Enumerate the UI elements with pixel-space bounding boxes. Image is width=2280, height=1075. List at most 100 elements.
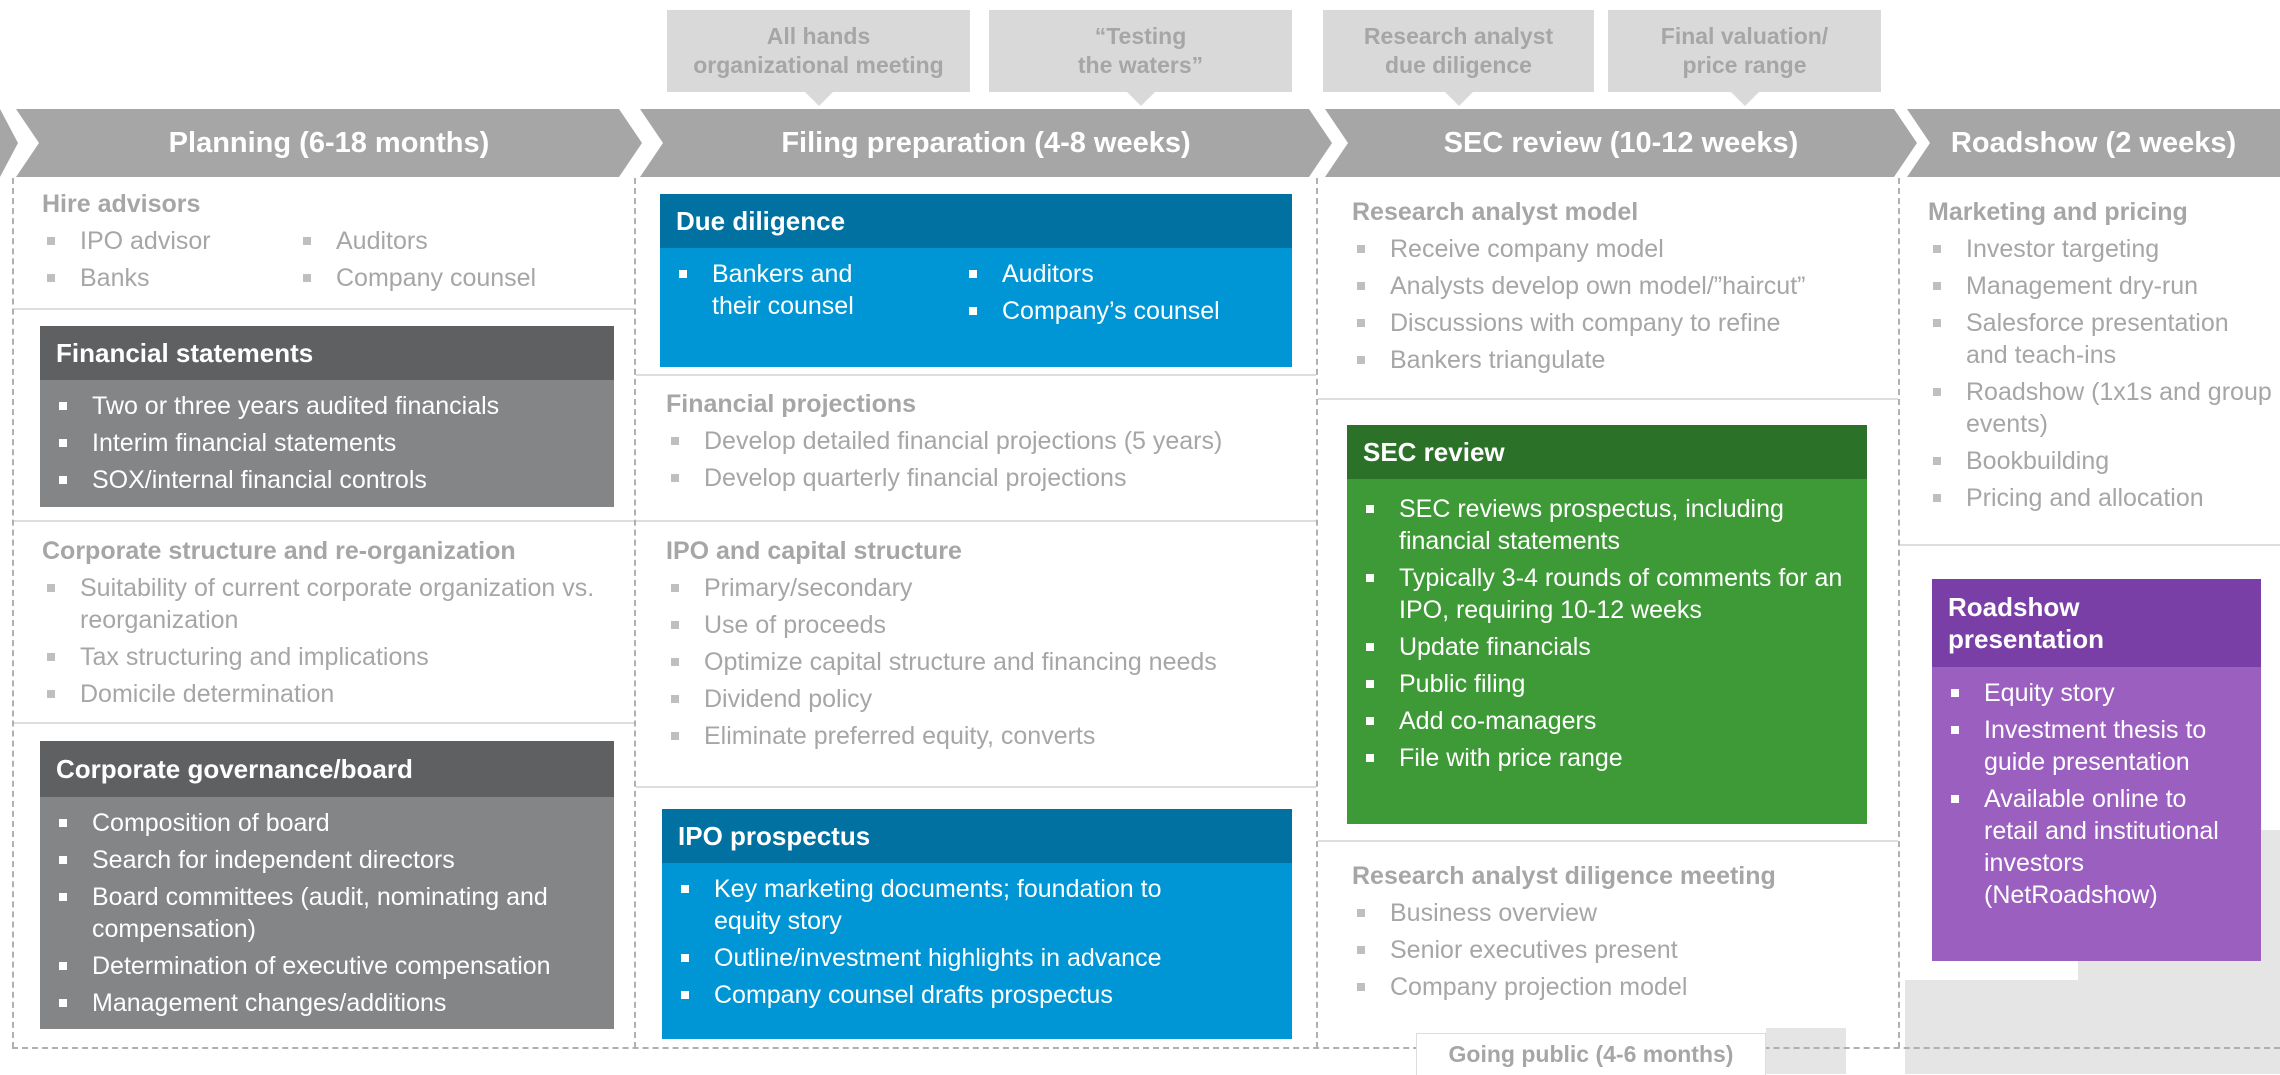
section-hire-advisors: Hire advisors IPO advisor Banks Auditors… [42, 190, 622, 299]
section-title: Research analyst model [1352, 198, 1639, 226]
phase-roadshow: Roadshow (2 weeks) [1907, 109, 2280, 177]
list-item: Primary/secondary [666, 572, 1306, 604]
section-divider [1900, 544, 2280, 546]
list-item: Available online to retail and instituti… [1948, 783, 2245, 911]
list-item: Outline/investment highlights in advance [678, 942, 1238, 974]
list-item: Company counsel [298, 262, 622, 294]
phase-sec-review: SEC review (10-12 weeks) [1325, 109, 1917, 177]
list-item: Auditors [298, 225, 622, 257]
list-item: Optimize capital structure and financing… [666, 646, 1306, 678]
list-item: Discussions with company to refine [1352, 307, 1892, 339]
list-item: Roadshow (1x1s and group events) [1928, 376, 2276, 440]
list-item: Salesforce presentation and teach-ins [1928, 307, 2276, 371]
milestone-label: “Testing the waters” [1077, 23, 1204, 78]
section-divider [1318, 840, 1898, 842]
list-item: Domicile determination [42, 678, 612, 710]
section-corporate-structure: Corporate structure and re-organization … [42, 537, 612, 715]
list-item: Business overview [1352, 897, 1892, 929]
list-item: Company projection model [1352, 971, 1892, 1003]
section-title: Financial projections [666, 390, 917, 418]
list-item: Bankers triangulate [1352, 344, 1892, 376]
list-item: Management dry-run [1928, 270, 2276, 302]
milestone-final-valuation: Final valuation/ price range [1608, 10, 1881, 106]
timeline-total-label: Going public (4-6 months) [1416, 1033, 1766, 1075]
list-item: IPO advisor [42, 225, 298, 257]
box-financial-statements: Financial statements Two or three years … [40, 326, 614, 507]
milestone-label: Research analyst due diligence [1363, 23, 1554, 78]
milestone-testing-waters: “Testing the waters” [989, 10, 1292, 106]
phase-planning: Planning (6-18 months) [16, 109, 642, 177]
list-item: Senior executives present [1352, 934, 1892, 966]
section-title: Hire advisors [42, 190, 201, 218]
milestone-label: Final valuation/ price range [1660, 23, 1829, 78]
section-divider [14, 308, 634, 310]
section-marketing-pricing: Marketing and pricing Investor targeting… [1928, 198, 2276, 519]
list-item: Typically 3-4 rounds of comments for an … [1363, 562, 1843, 626]
building-graphic [1905, 980, 2080, 1074]
list-item: Bookbuilding [1928, 445, 2276, 477]
list-item: Search for independent directors [56, 844, 556, 876]
list-item: Develop quarterly financial projections [666, 462, 1306, 494]
section-title: Corporate structure and re-organization [42, 537, 516, 565]
section-capital-structure: IPO and capital structure Primary/second… [666, 537, 1306, 757]
list-item: Investor targeting [1928, 233, 2276, 265]
column-divider [1898, 178, 1900, 1048]
list-item: Company’s counsel [966, 295, 1276, 327]
frame-bottom [12, 1047, 2280, 1049]
list-item: Board committees (audit, nominating and … [56, 881, 556, 945]
list-item: Two or three years audited financials [56, 390, 598, 422]
column-divider [1316, 178, 1318, 1048]
list-item: SOX/internal financial controls [56, 464, 598, 496]
list-item: Company counsel drafts prospectus [678, 979, 1238, 1011]
list-item: Use of proceeds [666, 609, 1306, 641]
section-divider [636, 520, 1316, 522]
box-corporate-governance: Corporate governance/board Composition o… [40, 741, 614, 1029]
phase-label: SEC review (10-12 weeks) [1443, 126, 1799, 159]
list-item: Suitability of current corporate organiz… [42, 572, 612, 636]
milestone-all-hands: All hands organizational meeting [667, 10, 970, 106]
list-item: Update financials [1363, 631, 1843, 663]
milestone-label: All hands organizational meeting [693, 23, 944, 78]
list-item: SEC reviews prospectus, including financ… [1363, 493, 1843, 557]
box-sec-review: SEC review SEC reviews prospectus, inclu… [1347, 425, 1867, 824]
list-item: File with price range [1363, 742, 1843, 774]
list-item: Key marketing documents; foundation to e… [678, 873, 1194, 937]
box-title: Financial statements [40, 326, 614, 380]
list-item: Composition of board [56, 807, 556, 839]
section-title: Marketing and pricing [1928, 198, 2188, 226]
milestone-analyst-diligence: Research analyst due diligence [1323, 10, 1594, 106]
list-item: Public filing [1363, 668, 1843, 700]
section-title: Research analyst diligence meeting [1352, 862, 1776, 890]
column-divider [634, 178, 636, 1048]
list-item: Bankers and their counsel [676, 258, 892, 322]
phase-label: Planning (6-18 months) [168, 126, 490, 159]
list-item: Dividend policy [666, 683, 1306, 715]
list-item: Equity story [1948, 677, 2245, 709]
section-title: IPO and capital structure [666, 537, 962, 565]
list-item: Tax structuring and implications [42, 641, 612, 673]
box-title-text: Roadshow presentation [1948, 592, 2105, 654]
list-item: Receive company model [1352, 233, 1892, 265]
box-title: IPO prospectus [662, 809, 1292, 863]
list-item: Interim financial statements [56, 427, 598, 459]
building-graphic [1766, 1028, 1846, 1074]
section-divider [14, 520, 634, 522]
box-title: Roadshow presentation [1932, 579, 2261, 667]
section-divider [636, 786, 1316, 788]
list-item: Pricing and allocation [1928, 482, 2276, 514]
frame-left [12, 178, 14, 1048]
section-divider [636, 374, 1316, 376]
phase-filing: Filing preparation (4-8 weeks) [640, 109, 1332, 177]
list-item: Determination of executive compensation [56, 950, 556, 982]
box-title: SEC review [1347, 425, 1867, 479]
list-item: Banks [42, 262, 298, 294]
list-item: Auditors [966, 258, 1276, 290]
box-title: Due diligence [660, 194, 1292, 248]
list-item: Investment thesis to guide presentation [1948, 714, 2245, 778]
list-item: Analysts develop own model/”haircut” [1352, 270, 1892, 302]
box-roadshow-presentation: Roadshow presentation Equity story Inves… [1932, 579, 2261, 961]
phase-label: Filing preparation (4-8 weeks) [781, 126, 1191, 159]
section-diligence-meeting: Research analyst diligence meeting Busin… [1352, 862, 1892, 1008]
phase-label: Roadshow (2 weeks) [1950, 126, 2237, 159]
box-title: Corporate governance/board [40, 741, 614, 797]
